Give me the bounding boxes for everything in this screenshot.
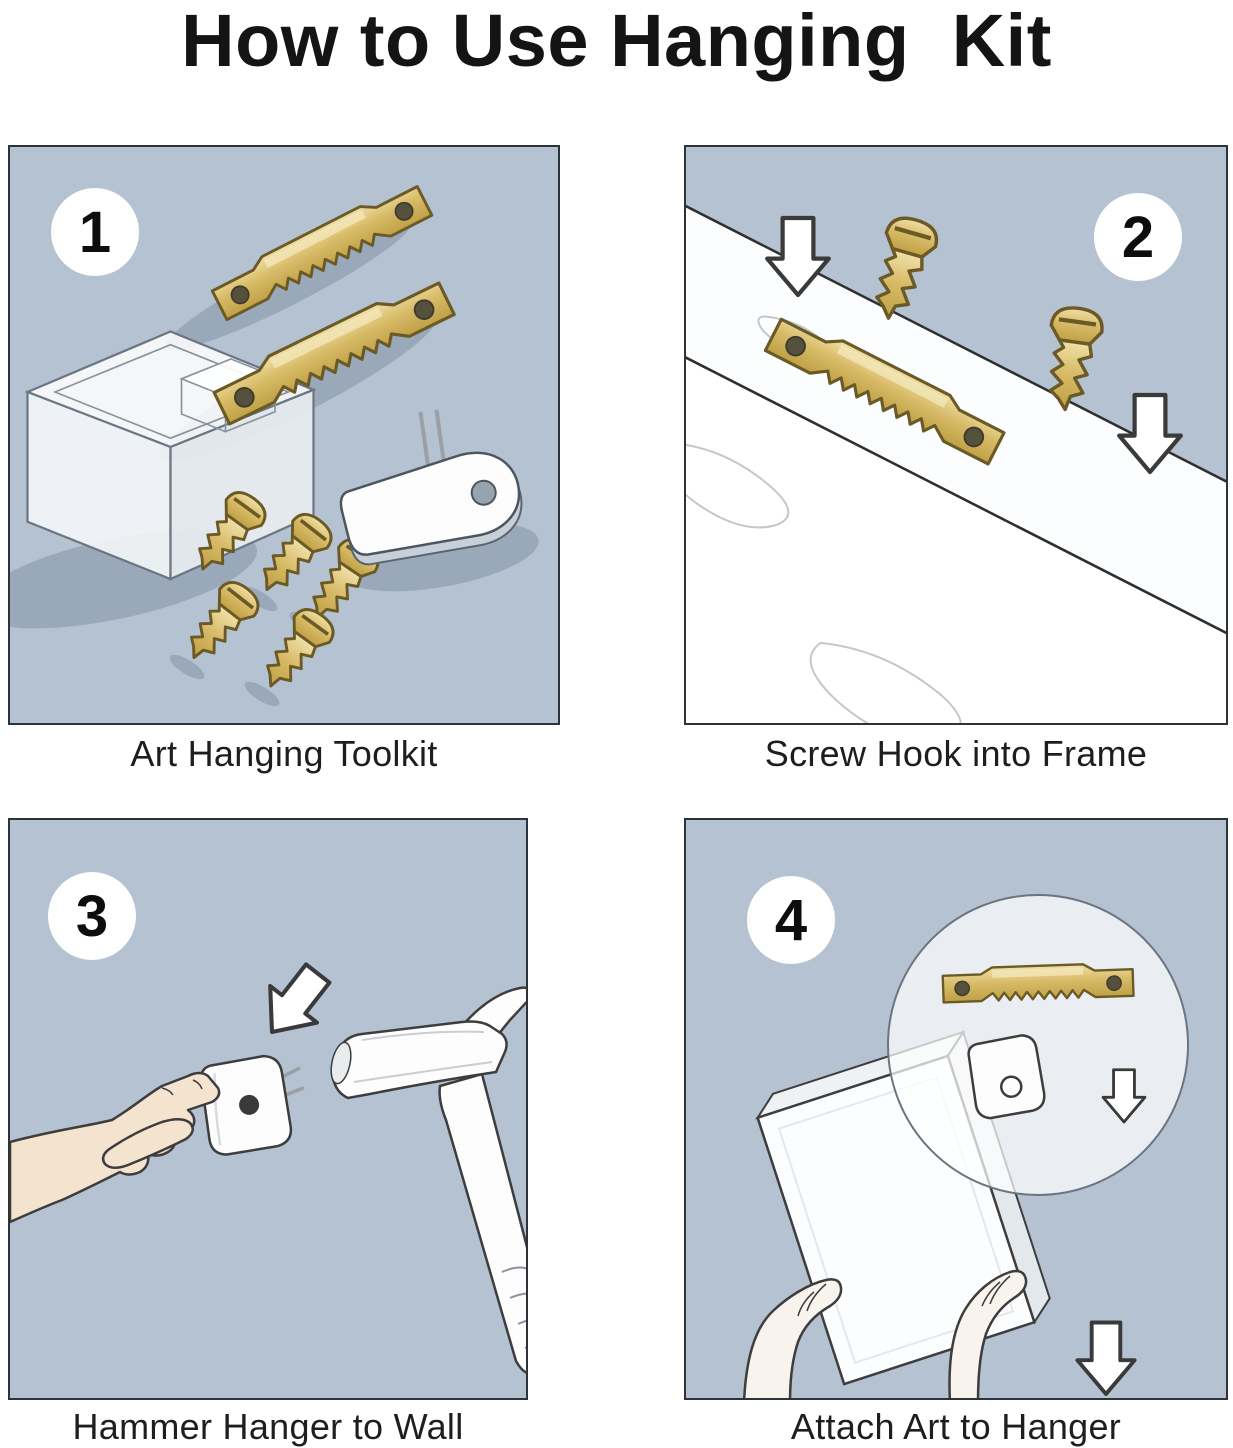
down-arrow-icon <box>249 955 342 1050</box>
step-4-caption: Attach Art to Hanger <box>790 1406 1122 1447</box>
storage-box-icon <box>24 330 317 581</box>
magnifier-circle <box>887 894 1189 1196</box>
wall-hook-icon <box>967 1034 1046 1120</box>
step-number-badge: 2 <box>1094 193 1182 281</box>
step-number-badge: 4 <box>747 876 835 964</box>
sawtooth-hanger-icon <box>207 177 434 322</box>
step-number: 2 <box>1121 204 1155 270</box>
step-number: 3 <box>75 883 109 949</box>
step-1-caption: Art Hanging Toolkit <box>130 733 438 774</box>
step-1-illustration <box>10 177 539 707</box>
step-3-illustration <box>10 820 526 1374</box>
hand-icon <box>742 1278 843 1398</box>
hand-icon <box>948 1269 1028 1398</box>
step-3-caption: Hammer Hanger to Wall <box>72 1406 464 1447</box>
picture-frame-board <box>686 171 1226 723</box>
step-number: 4 <box>774 887 808 953</box>
step-number: 1 <box>78 199 112 265</box>
step-1-panel: 1 <box>8 145 560 725</box>
page-title: How to Use Hanging Kit <box>181 0 1052 82</box>
wall-hook-icon <box>339 409 523 566</box>
screw-icon <box>251 600 342 701</box>
down-arrow-icon <box>1075 1320 1137 1396</box>
hammer-icon <box>330 986 526 1374</box>
wall-hook-icon <box>199 1054 305 1156</box>
step-3-panel: 3 <box>8 818 528 1400</box>
step-4-illustration <box>742 894 1189 1398</box>
step-2-panel: 2 <box>684 145 1228 725</box>
hand-icon <box>10 1071 221 1224</box>
step-2-caption: Screw Hook into Frame <box>764 733 1148 774</box>
step-2-illustration <box>686 171 1226 723</box>
step-number-badge: 1 <box>51 188 139 276</box>
step-number-badge: 3 <box>48 872 136 960</box>
step-4-panel: 4 <box>684 818 1228 1400</box>
